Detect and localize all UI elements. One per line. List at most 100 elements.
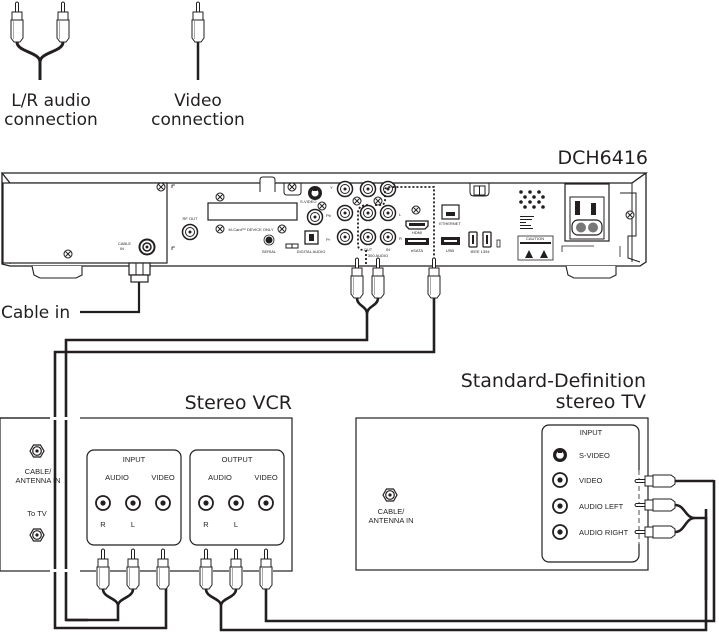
m-card-label: M-Card™ DEVICE ONLY: [228, 227, 273, 232]
tv-audio-right-label: AUDIO RIGHT: [579, 528, 629, 537]
receiver-audio-r-plug: [371, 257, 385, 299]
legend-video-cable: [191, 1, 205, 80]
ieee1394-label: IEEE 1394: [470, 249, 490, 254]
tv-cable-antenna-jack: [382, 488, 398, 502]
cable-vcr-input-audio: [66, 588, 135, 622]
vcr-output-video-plug: [259, 548, 273, 590]
cable-vcr-output-audio-to-tv: [204, 509, 708, 632]
cable-receiver-audio-to-vcr: [64, 297, 380, 622]
vcr-output-video-jack: [258, 495, 274, 511]
vcr-output-l-label: L: [234, 520, 238, 529]
tv-cable-antenna-label: CABLE/: [378, 507, 406, 516]
tv-input-title: INPUT: [580, 428, 603, 437]
cable-receiver-video-to-vcr: [53, 298, 436, 630]
tv-audio-left-jack: [552, 498, 568, 514]
vent-dots: [519, 190, 545, 209]
vcr-output-l-jack: [228, 495, 244, 511]
vcr-input-audio-label: AUDIO: [105, 473, 129, 482]
pr-label: Pr: [326, 237, 331, 242]
ethernet-port: [441, 204, 460, 220]
rf-out-port: [181, 223, 199, 241]
tv-title: Standard-Definition: [461, 370, 646, 392]
vcr-title: Stereo VCR: [185, 392, 292, 414]
vcr-to-tv-label: To TV: [27, 509, 46, 518]
vcr-cable-antenna-label: CABLE/: [25, 467, 53, 476]
receiver-extra-jack-2: [379, 180, 397, 198]
pb-jack: [336, 204, 354, 222]
vcr-input-title: INPUT: [123, 455, 146, 464]
audio-l-label: L: [399, 212, 402, 217]
cable-tv-audio: [674, 503, 708, 600]
cable-in-label: Cable in: [1, 303, 70, 323]
vcr-output-r-jack: [198, 495, 214, 511]
vcr-cable-antenna-jack: [29, 444, 45, 458]
vcr-output-r-label: R: [203, 520, 209, 529]
audio-out-r-jack: [359, 228, 377, 246]
rating-text-lines: [520, 216, 534, 229]
vcr-input-panel: [86, 449, 182, 546]
receiver-pb-jack-left: [306, 208, 324, 226]
legend-audio-cable: [10, 1, 70, 80]
vcr-output-panel: [189, 449, 285, 546]
ieee1394-ports: [468, 231, 492, 248]
vcr-output-l-plug: [229, 548, 243, 590]
coax-connector: [80, 262, 151, 314]
vcr-input-video-jack: [155, 495, 171, 511]
vcr-cable-antenna-label-2: ANTENNA IN: [15, 476, 60, 485]
y-label: Y: [330, 185, 333, 190]
vcr-body: [0, 417, 293, 572]
vcr-input-r-plug: [96, 548, 110, 590]
caution-label: [517, 235, 554, 261]
audio-r-label: R: [399, 236, 402, 241]
cable-in-port: [138, 238, 156, 256]
legend-audio-label-2: connection: [4, 110, 98, 130]
serial-port: [263, 234, 275, 246]
legend-audio-label: L/R audio: [11, 91, 91, 111]
pb-label: Pb: [326, 213, 332, 218]
audio-group-label: 300 AUDIO: [368, 253, 388, 258]
audio-out-l-jack: [359, 204, 377, 222]
tv-body: [355, 417, 649, 571]
tv-svideo-jack: [553, 448, 567, 462]
receiver-audio-l-plug: [350, 257, 364, 299]
pr-jack: [336, 228, 354, 246]
digital-audio-label: DIGITAL AUDIO: [297, 249, 326, 254]
audio-out-label: OUT: [364, 247, 373, 252]
vcr-input-l-plug: [126, 548, 140, 590]
receiver-svideo-label: S-VIDEO: [300, 199, 316, 204]
caution-text: CAUTION: [526, 236, 544, 241]
legend-video-label-2: connection: [151, 110, 245, 130]
tv-svideo-label: S-VIDEO: [579, 451, 610, 460]
tv-audio-right-jack: [552, 524, 568, 540]
cable-vcr-output-video-to-tv: [264, 480, 716, 623]
y-jack: [336, 180, 354, 198]
legend-video-label: Video: [174, 91, 222, 111]
tv-video-jack: [552, 472, 568, 488]
hdmi-label: HDMI: [412, 230, 422, 235]
vcr-input-l-label: L: [131, 520, 135, 529]
receiver-extra-jack-1: [359, 180, 377, 198]
rf-out-label: RF OUT: [183, 216, 198, 221]
vcr-to-tv-jack: [29, 528, 45, 542]
tv-video-label: VIDEO: [579, 476, 603, 485]
ethernet-label: ETHERNET: [439, 221, 461, 226]
vcr-output-r-plug: [199, 548, 213, 590]
usb-label: USB: [446, 248, 455, 253]
vcr-input-video-label: VIDEO: [151, 473, 175, 482]
vcr-input-video-plug: [156, 548, 170, 590]
cable-in-port-label-2: IN: [120, 246, 124, 251]
cable-in-port-label: CABLE: [118, 241, 131, 246]
tv-audio-left-label: AUDIO LEFT: [579, 502, 624, 511]
vcr-input-r-jack: [95, 495, 111, 511]
vcr-output-title: OUTPUT: [222, 455, 253, 464]
usb-port: [441, 237, 460, 245]
serial-label: SERIAL: [262, 249, 277, 254]
tv-cable-antenna-label-2: ANTENNA IN: [368, 516, 413, 525]
m-card-slot: [207, 176, 298, 234]
vcr-output-video-label: VIDEO: [254, 473, 278, 482]
receiver-model-title: DCH6416: [557, 147, 648, 169]
digital-audio-port: [304, 230, 319, 245]
receiver-video-plug: [427, 257, 441, 299]
receiver-body: [0, 172, 649, 279]
